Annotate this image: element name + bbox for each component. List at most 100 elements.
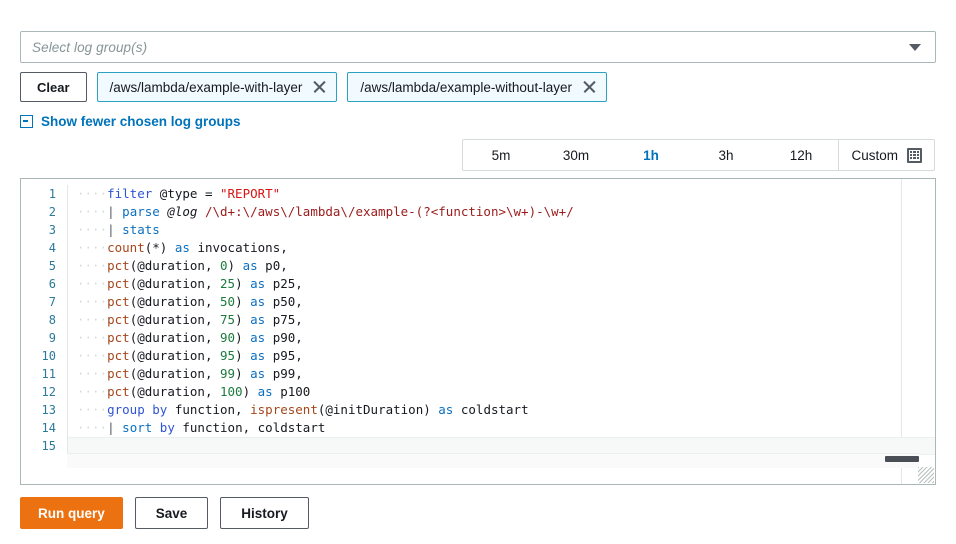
code-token: p99, [265,366,303,381]
print-margin-ruler [901,179,902,484]
code-token: (@duration, [129,276,220,291]
code-token: ) [227,258,243,273]
code-token: function, coldstart [174,420,326,435]
code-token: 99 [220,366,236,381]
indent-guide: ···· [77,294,108,309]
code-token: p95, [265,348,303,363]
log-group-tag-label: /aws/lambda/example-without-layer [360,79,572,95]
code-token: (@duration, [129,330,220,345]
code-token: (@duration, [129,312,220,327]
line-number: 6 [48,277,56,291]
code-token: as [242,258,258,273]
code-token: as [250,330,266,345]
code-token: (@duration, [129,384,220,399]
code-token: 90 [220,330,236,345]
indent-guide: ···· [77,384,108,399]
code-text: ····| stats [67,221,935,239]
code-text: ····pct(@duration, 90) as p90, [67,329,935,347]
time-range-selector: 5m 30m 1h 3h 12h Custom [462,139,935,171]
code-token: p50, [265,294,303,309]
code-token: | [107,204,123,219]
line-number: 7 [48,295,56,309]
code-token: 25 [220,276,236,291]
horizontal-scrollbar-thumb[interactable] [885,456,919,462]
code-line: 10 ····pct(@duration, 95) as p95, [21,347,935,365]
time-range-5m[interactable]: 5m [491,147,511,163]
show-fewer-label: Show fewer chosen log groups [41,114,241,129]
code-line: 8 ····pct(@duration, 75) as p75, [21,311,935,329]
code-token: 95 [220,348,236,363]
history-button[interactable]: History [220,497,309,529]
close-icon[interactable] [581,79,597,95]
code-token: as [250,348,266,363]
code-line: 12 ····pct(@duration, 100) as p100 [21,383,935,401]
time-range-3h[interactable]: 3h [718,147,734,163]
code-token: pct [107,312,130,327]
code-text: ····pct(@duration, 75) as p75, [67,311,935,329]
code-text: ····pct(@duration, 99) as p99, [67,365,935,383]
code-token: as [174,240,190,255]
time-range-custom-label: Custom [851,147,898,163]
query-code-area[interactable]: 1 ····filter @type = "REPORT" 2 ····| pa… [21,185,935,455]
show-fewer-log-groups-link[interactable]: Show fewer chosen log groups [20,114,241,129]
code-token: group by [107,402,168,417]
horizontal-scrollbar[interactable] [67,453,919,468]
code-text: ····pct(@duration, 25) as p25, [67,275,935,293]
indent-guide: ···· [77,186,108,201]
code-token: stats [122,222,160,237]
clear-button[interactable]: Clear [20,72,87,102]
code-token: by [152,420,175,435]
indent-guide: ···· [77,240,108,255]
code-token: 50 [220,294,236,309]
line-number: 4 [48,241,56,255]
code-text: ····count(*) as invocations, [67,239,935,257]
code-token: pct [107,276,130,291]
code-token: /\d+:\/aws\/lambda\/example-(?<function>… [204,204,574,219]
selected-log-groups-row: Clear /aws/lambda/example-with-layer /aw… [20,72,607,102]
code-token: p100 [272,384,311,399]
run-query-button[interactable]: Run query [20,497,123,529]
code-line: 4 ····count(*) as invocations, [21,239,935,257]
code-token: ) [235,312,251,327]
code-token: 100 [220,384,243,399]
indent-guide: ···· [77,366,108,381]
code-token: p25, [265,276,303,291]
code-token: (@duration, [129,294,220,309]
indent-guide: ···· [77,312,108,327]
time-range-custom[interactable]: Custom [838,140,934,170]
line-number: 8 [48,313,56,327]
code-text: ····pct(@duration, 50) as p50, [67,293,935,311]
time-range-12h[interactable]: 12h [789,147,813,163]
code-text: ····filter @type = "REPORT" [67,185,935,203]
line-number: 2 [48,205,56,219]
time-range-30m[interactable]: 30m [562,147,590,163]
save-button[interactable]: Save [134,497,209,529]
code-token: pct [107,366,130,381]
time-range-1h[interactable]: 1h [643,147,659,163]
code-line: 14 ····| sort by function, coldstart [21,419,935,437]
resize-grip[interactable] [918,467,934,483]
chevron-down-icon[interactable] [895,43,935,51]
code-token: sort [122,420,153,435]
code-token: p75, [265,312,303,327]
code-text: ····pct(@duration, 0) as p0, [67,257,935,275]
line-number: 3 [48,223,56,237]
code-token: as [250,276,266,291]
code-token: as [250,366,266,381]
line-number: 13 [41,403,56,417]
indent-guide: ···· [77,204,108,219]
close-icon[interactable] [311,79,327,95]
log-group-select[interactable]: Select log group(s) [20,31,936,63]
query-editor[interactable]: 1 ····filter @type = "REPORT" 2 ····| pa… [20,178,936,485]
code-token: (*) [144,240,175,255]
code-token: p0, [257,258,288,273]
line-number: 1 [48,187,56,201]
indent-guide: ···· [77,420,108,435]
code-token: ) [235,294,251,309]
code-token: filter [107,186,153,201]
code-token: pct [107,348,130,363]
code-token: @log [159,204,205,219]
code-token: pct [107,294,130,309]
code-token: ) [235,348,251,363]
code-token: ispresent [250,402,318,417]
